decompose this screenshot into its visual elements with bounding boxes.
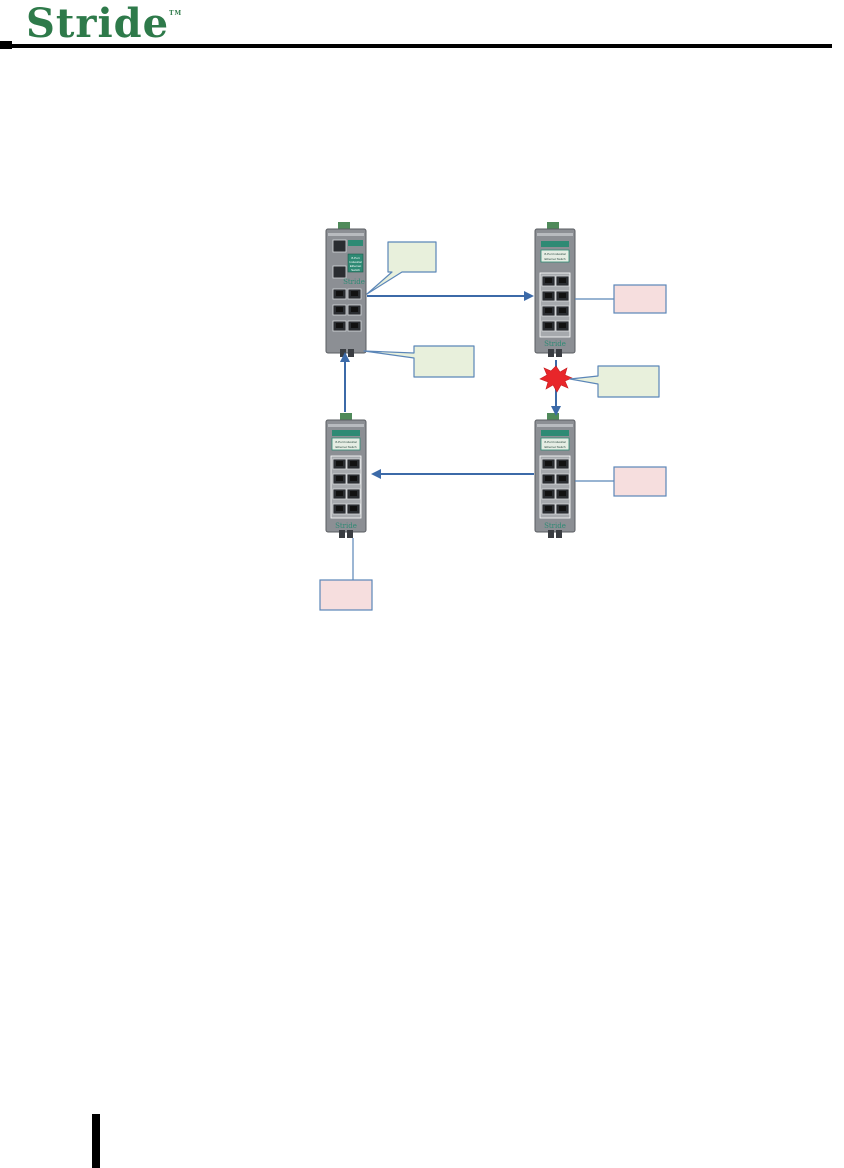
trademark: TM: [169, 10, 183, 17]
svg-text:Ethernet Switch: Ethernet Switch: [544, 257, 565, 261]
svg-text:8-Port Industrial: 8-Port Industrial: [544, 252, 566, 256]
label-box-bottom-right: [613, 466, 667, 497]
svg-text:Ethernet Switch: Ethernet Switch: [335, 445, 356, 449]
svg-text:Stride: Stride: [544, 522, 566, 530]
svg-text:Ethernet Switch: Ethernet Switch: [544, 445, 565, 449]
brand-name: Stride: [26, 0, 170, 47]
svg-text:8-Port Industrial: 8-Port Industrial: [544, 440, 566, 444]
top-connector: [338, 222, 350, 232]
footer-bar: [92, 1114, 100, 1168]
link-break-icon: [539, 365, 573, 393]
svg-text:Stride: Stride: [335, 522, 357, 530]
svg-text:8-Port: 8-Port: [351, 256, 359, 260]
label-box-bottom-left: [319, 579, 373, 611]
callout-link-failure: [569, 365, 660, 398]
callout-ring-port: [363, 345, 475, 378]
svg-text:Ethernet: Ethernet: [350, 264, 362, 268]
callout-ring-manager: [366, 241, 437, 295]
switch-top-right: 8-Port Industrial Ethernet Switch Stride: [534, 222, 576, 357]
svg-text:Stride: Stride: [544, 340, 566, 348]
stride-logo: StrideTM: [26, 0, 182, 47]
label-box-top-right: [613, 284, 667, 314]
switch-bottom-left: 8-Port Industrial Ethernet Switch Stride: [325, 413, 367, 538]
svg-text:Stride: Stride: [343, 278, 365, 286]
svg-text:Switch: Switch: [351, 268, 360, 272]
switch-bottom-right: 8-Port Industrial Ethernet Switch Stride: [534, 413, 576, 538]
svg-text:Industrial: Industrial: [349, 260, 362, 264]
svg-text:8-Port Industrial: 8-Port Industrial: [335, 440, 357, 444]
switch-top-left: 8-Port Industrial Ethernet Switch Stride: [325, 222, 367, 357]
header-rule: [0, 44, 832, 48]
